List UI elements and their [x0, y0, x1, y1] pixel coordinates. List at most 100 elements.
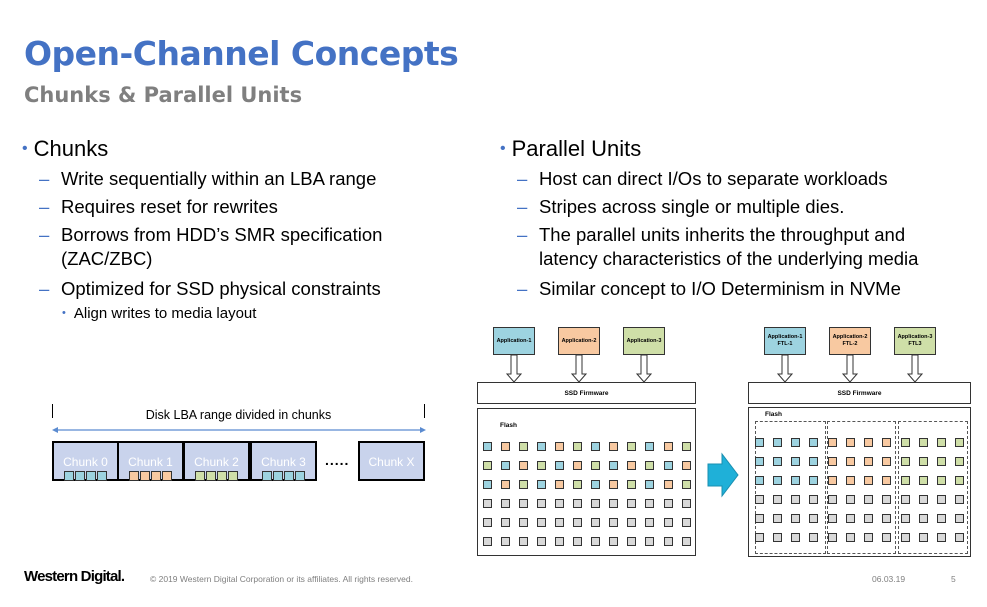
flash-block [664, 499, 673, 508]
bullet-text: Parallel Units [511, 136, 642, 161]
flash-label: Flash [765, 411, 782, 418]
bullet-text: Similar concept to I/O Determinism in NV… [539, 278, 901, 299]
flash-block [846, 533, 855, 542]
bullet-text: Chunks [33, 136, 109, 161]
flash-block [955, 438, 964, 447]
bullet-text: Host can direct I/Os to separate workloa… [539, 168, 888, 189]
dash-icon: – [517, 168, 528, 189]
bullet-text: Borrows from HDD’s SMR specification [61, 224, 383, 245]
sub-sub-bullet: •Align writes to media layout [62, 305, 256, 322]
ftl-name: FTL-2 [842, 341, 858, 347]
flash-block [809, 533, 818, 542]
chunk-cell [64, 471, 74, 481]
flash-block [882, 438, 891, 447]
flash-block [573, 499, 582, 508]
flash-block [555, 461, 564, 470]
bullet-text: Stripes across single or multiple dies. [539, 196, 845, 217]
chunk-label: Chunk 3 [261, 455, 306, 469]
flash-block [682, 518, 691, 527]
flash-block [755, 495, 764, 504]
flash-block [919, 438, 928, 447]
sub-bullet: –Host can direct I/Os to separate worklo… [517, 167, 888, 191]
page-subtitle: Chunks & Parallel Units [24, 83, 303, 107]
chunk-cell [273, 471, 283, 481]
flash-block [501, 461, 510, 470]
flash-block [809, 476, 818, 485]
flash-block [864, 476, 873, 485]
flash-block [609, 518, 618, 527]
sub-bullet: –Similar concept to I/O Determinism in N… [517, 277, 901, 301]
chunk-x: Chunk X [358, 441, 425, 481]
ftl-name: FTL3 [908, 341, 922, 347]
bullet-icon: • [22, 140, 28, 157]
flash-block [773, 533, 782, 542]
chunk-1: Chunk 1 [117, 441, 184, 481]
flash-block [609, 442, 618, 451]
bullet-text: Align writes to media layout [73, 305, 257, 322]
page-title: Open-Channel Concepts [24, 34, 459, 73]
flash-block [955, 457, 964, 466]
flash-block [919, 457, 928, 466]
chunk-label: Chunk 1 [128, 455, 173, 469]
flash-block [682, 480, 691, 489]
flash-block [627, 499, 636, 508]
flash-block [791, 533, 800, 542]
flash-block [645, 480, 654, 489]
dash-icon: – [517, 278, 528, 299]
flash-block [791, 438, 800, 447]
flash-block [519, 442, 528, 451]
chunk-cells [119, 471, 182, 481]
bullet-text: Optimized for SSD physical constraints [61, 278, 381, 299]
flash-block [882, 476, 891, 485]
company-logo: Western Digital. [24, 568, 125, 585]
flash-block [483, 537, 492, 546]
sub-bullet: –Borrows from HDD’s SMR specification [39, 223, 383, 247]
bullet-text: Requires reset for rewrites [61, 196, 278, 217]
chunk-cell [295, 471, 305, 481]
flash-block [501, 499, 510, 508]
flash-block [537, 537, 546, 546]
flash-block [828, 495, 837, 504]
dash-icon: – [39, 196, 50, 217]
flash-block [828, 457, 837, 466]
flash-block [828, 533, 837, 542]
flash-block [483, 461, 492, 470]
flash-block [609, 480, 618, 489]
sub-bullet-continuation: (ZAC/ZBC) [61, 248, 153, 269]
chunk-label: Chunk X [368, 455, 415, 469]
flash-block [846, 476, 855, 485]
flash-block [755, 457, 764, 466]
flash-block [809, 438, 818, 447]
chunk-cell [97, 471, 107, 481]
app-name: Application-3 [897, 334, 933, 340]
flash-block [555, 442, 564, 451]
chunk-cell [206, 471, 216, 481]
chunk-label: Chunk 2 [194, 455, 239, 469]
ssd-firmware-box: SSD Firmware [477, 382, 696, 404]
down-arrows-icon [505, 355, 653, 383]
flash-block [664, 518, 673, 527]
flash-block [955, 476, 964, 485]
flash-block [901, 533, 910, 542]
flash-block [537, 499, 546, 508]
flash-block [955, 514, 964, 523]
flash-block [555, 537, 564, 546]
chunk-cell [140, 471, 150, 481]
down-arrows-icon [776, 355, 924, 383]
flash-block [591, 442, 600, 451]
dash-icon: – [517, 196, 528, 217]
flash-block [627, 518, 636, 527]
chunk-ellipsis: ..... [325, 452, 350, 468]
app-label: Application-1 [496, 337, 532, 344]
flash-block [937, 514, 946, 523]
flash-block [627, 537, 636, 546]
dash-icon: – [39, 224, 50, 245]
page-number: 5 [951, 574, 956, 584]
chunk-cell [151, 471, 161, 481]
flash-block [573, 518, 582, 527]
bullet-text: Write sequentially within an LBA range [61, 168, 377, 189]
